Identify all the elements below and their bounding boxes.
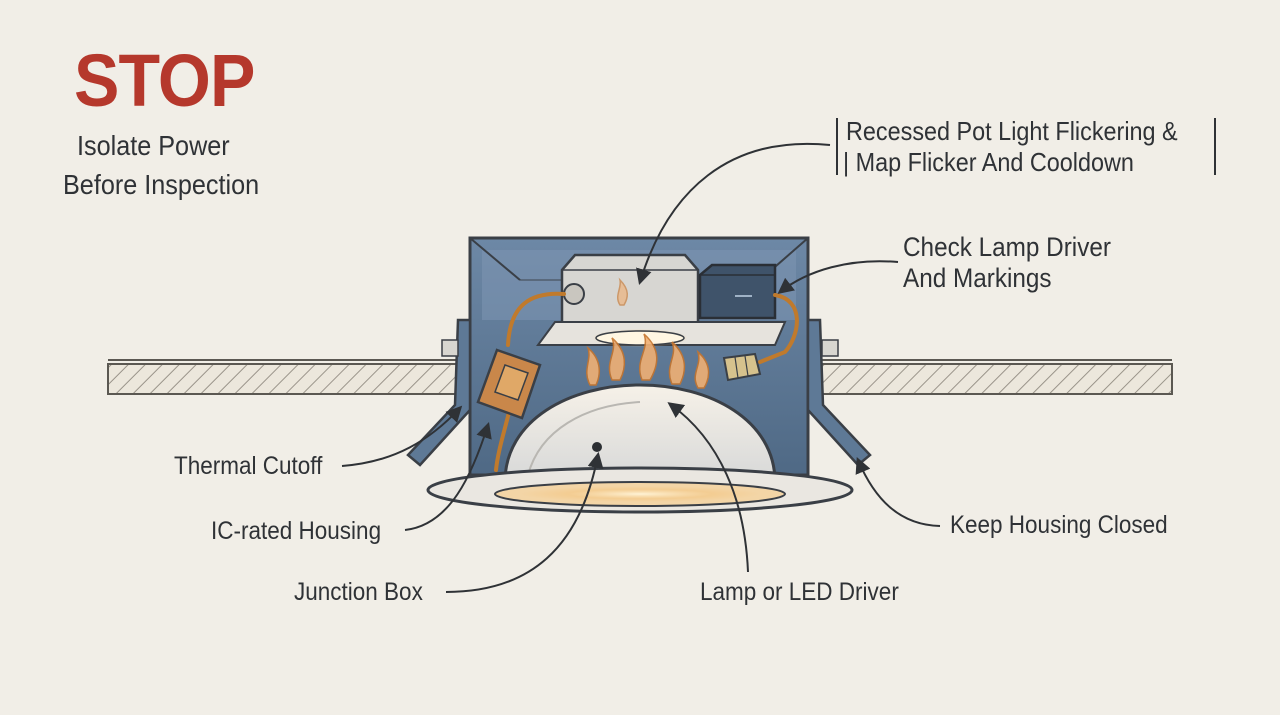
callout-keep-closed: Keep Housing Closed [950,511,1168,539]
title-brackets [836,118,1216,175]
callout-lamp-driver: Lamp or LED Driver [700,578,899,606]
callout-check-driver-line2: And Markings [903,263,1052,293]
stop-subtext-line1: Isolate Power [77,130,230,161]
stop-subtext-line2: Before Inspection [63,169,260,200]
callout-junction-box: Junction Box [294,578,423,606]
reflector-plate [536,321,787,347]
junction-box [560,253,700,327]
arrow-junction-box [445,451,604,593]
callout-arrows [341,142,941,593]
callout-thermal-cutoff: Thermal Cutoff [174,452,323,480]
arrow-lamp-driver [667,402,749,573]
callout-check-driver-line1: Check Lamp Driver [903,232,1111,262]
wire-connector [722,352,762,382]
callout-ic-housing: IC-rated Housing [211,517,382,545]
light-fixture-icon [426,383,854,514]
led-driver-box [698,263,777,320]
mounting-brackets [406,318,872,467]
arrow-ic-housing [404,421,492,531]
arrow-keep-closed [855,457,941,527]
diagram-title-line1: Recessed Pot Light Flickering & [846,116,1178,146]
arrow-thermal-cutoff [341,405,463,467]
arrow-check-driver [777,260,899,294]
stop-heading: STOP [74,39,255,122]
diagram-title-line2: | Map Flicker And Cooldown [843,147,1134,177]
arrow-title [636,142,831,286]
ceiling-drywall [107,359,1173,395]
flame-icon [586,277,710,389]
thermal-cutoff-component [476,348,542,420]
